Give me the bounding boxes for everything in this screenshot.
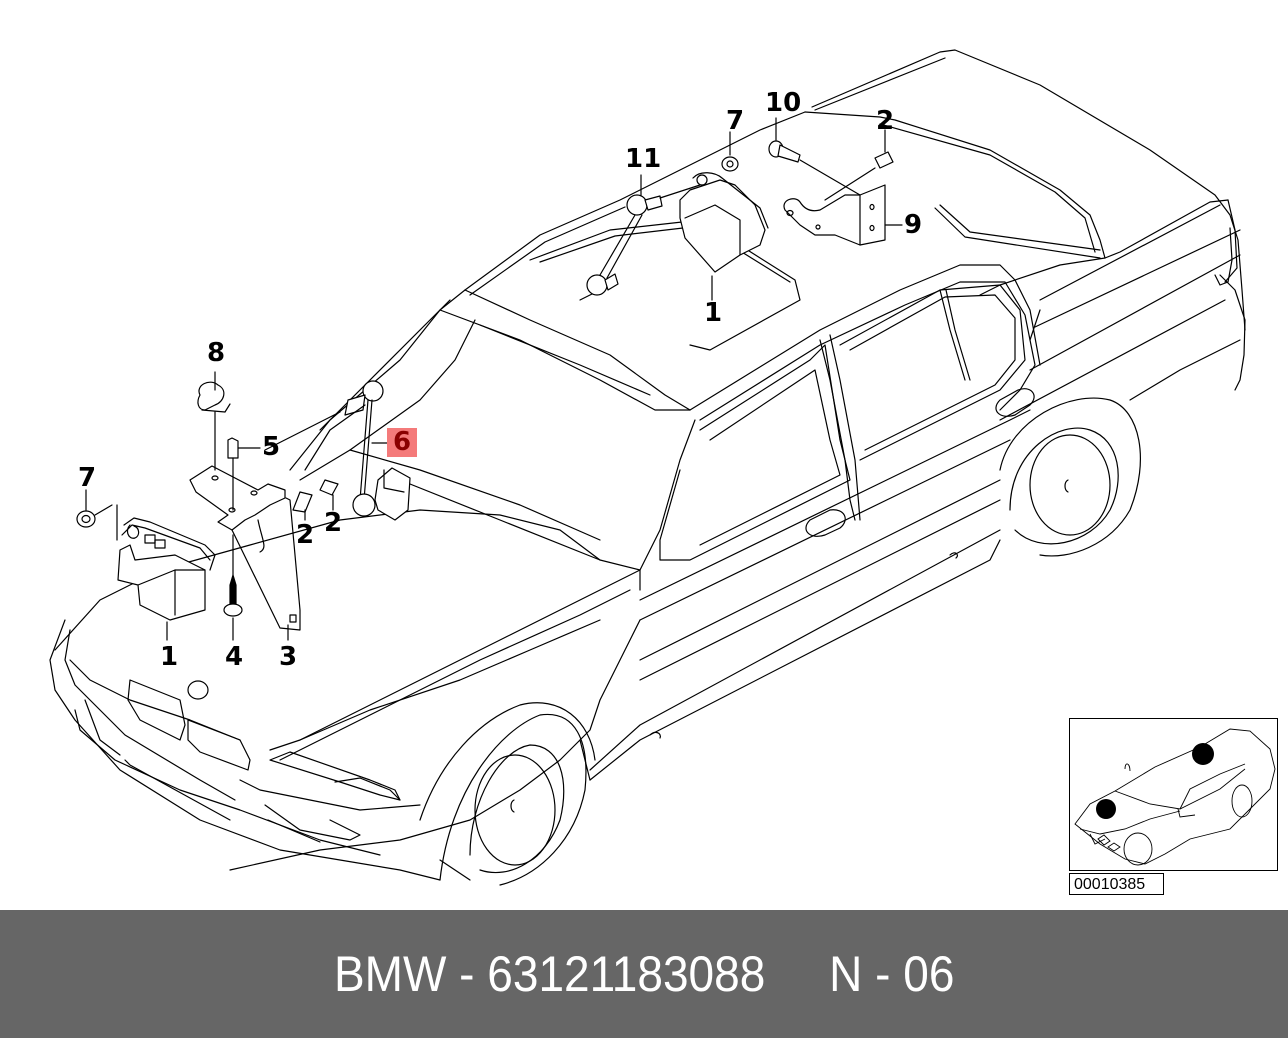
- rear-sensor-assembly: [586, 117, 903, 301]
- car-line-art: [49, 49, 1246, 886]
- location-inset: [1069, 718, 1278, 871]
- part-number-caption: BMW - 63121183088 N - 06: [333, 946, 955, 1002]
- diagram-reference-code: 00010385: [1069, 873, 1164, 895]
- callout-9[interactable]: 9: [904, 210, 923, 240]
- callout-5[interactable]: 5: [262, 432, 281, 462]
- callout-10[interactable]: 10: [765, 88, 802, 118]
- callout-1-front[interactable]: 1: [160, 642, 179, 672]
- front-sensor-assembly: [76, 380, 411, 631]
- callout-6-highlighted[interactable]: 6: [387, 428, 418, 457]
- callout-2-front-a[interactable]: 2: [296, 520, 315, 550]
- leader-lines: [166, 371, 389, 641]
- callout-1-rear[interactable]: 1: [704, 298, 723, 328]
- callout-4[interactable]: 4: [225, 642, 244, 672]
- front-sensor-location-marker: [1096, 799, 1116, 819]
- footer-bar: BMW - 63121183088 N - 06: [0, 910, 1288, 1038]
- callout-2-front-b[interactable]: 2: [324, 508, 343, 538]
- rear-sensor-location-marker: [1192, 743, 1214, 765]
- callout-11[interactable]: 11: [625, 144, 662, 174]
- callout-8[interactable]: 8: [207, 338, 226, 368]
- callout-2-rear[interactable]: 2: [876, 106, 895, 136]
- callout-7-rear[interactable]: 7: [726, 106, 745, 136]
- parts-diagram: 1 1 2 2 2 3 4 5 6 7 7 8 9 10 11 00010385: [49, 49, 1278, 895]
- callout-7-front[interactable]: 7: [78, 463, 97, 493]
- car-body: [49, 49, 1246, 886]
- callout-3[interactable]: 3: [279, 642, 298, 672]
- inset-car-outline: [1074, 728, 1276, 866]
